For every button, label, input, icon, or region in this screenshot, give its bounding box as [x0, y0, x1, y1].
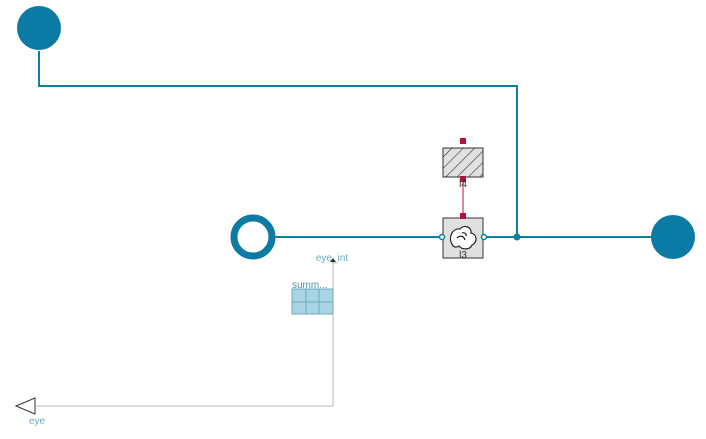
- signal-label-eye-int: eye_int: [316, 253, 348, 264]
- fluid-wires: [38, 51, 652, 238]
- lumped-volume-component[interactable]: l3: [438, 213, 488, 261]
- left-port[interactable]: [230, 214, 276, 260]
- eye-output-label: eye: [29, 416, 46, 427]
- volume-heat-port[interactable]: [460, 213, 466, 219]
- summary-table-label: summ...: [292, 280, 328, 291]
- signal-connector-icon: [330, 258, 336, 262]
- heat-port-bottom[interactable]: [460, 176, 466, 182]
- wire-top-port-to-junction[interactable]: [38, 51, 518, 237]
- eye-output-component[interactable]: eye: [14, 397, 46, 427]
- thermal-mass-component[interactable]: l4: [442, 138, 484, 190]
- thermal-mass-label: l4: [459, 179, 467, 190]
- triangle-output-icon: [14, 397, 36, 415]
- volume-port-right[interactable]: [480, 233, 488, 241]
- right-port[interactable]: [651, 215, 695, 259]
- junction-node: [513, 233, 521, 241]
- signal-wire-eye[interactable]: [36, 262, 334, 407]
- volume-port-left[interactable]: [438, 233, 446, 241]
- heat-port-top[interactable]: [460, 138, 466, 144]
- volume-blob-icon: [449, 225, 477, 250]
- summary-table-component[interactable]: summ...: [291, 280, 334, 315]
- top-port[interactable]: [17, 6, 61, 50]
- lumped-volume-label: l3: [459, 250, 467, 261]
- hatched-block-icon: [442, 147, 484, 178]
